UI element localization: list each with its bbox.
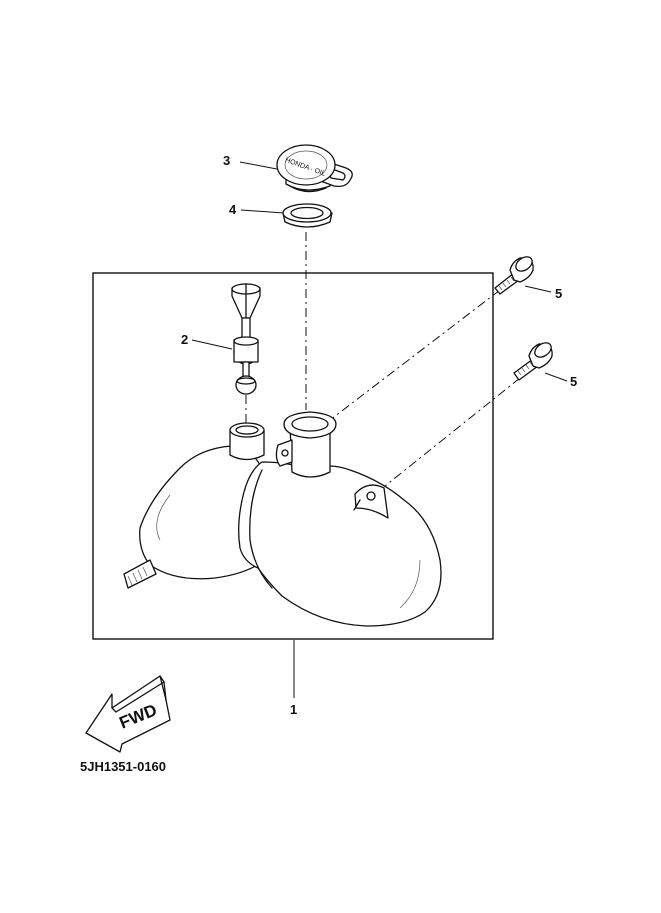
callout-5a: 5 (555, 286, 562, 301)
oil-level-gauge (231, 283, 261, 395)
oil-tank (123, 411, 442, 627)
assembly-frame (92, 272, 494, 640)
diagram-part-code: 5JH1351-0160 (80, 759, 166, 774)
forward-direction-arrow: FWD (85, 675, 171, 753)
callout-1: 1 (290, 702, 297, 717)
bolt-upper (494, 256, 534, 295)
oil-filler-cap: HONDA · OIL (276, 144, 353, 193)
assembly-lines (245, 232, 521, 491)
leader-lines (191, 161, 568, 698)
callout-4: 4 (229, 202, 237, 217)
cap-seal-ring (282, 203, 333, 228)
callout-5b: 5 (570, 374, 577, 389)
callout-2: 2 (181, 332, 188, 347)
callout-3: 3 (223, 153, 230, 168)
bolt-lower (513, 342, 553, 381)
